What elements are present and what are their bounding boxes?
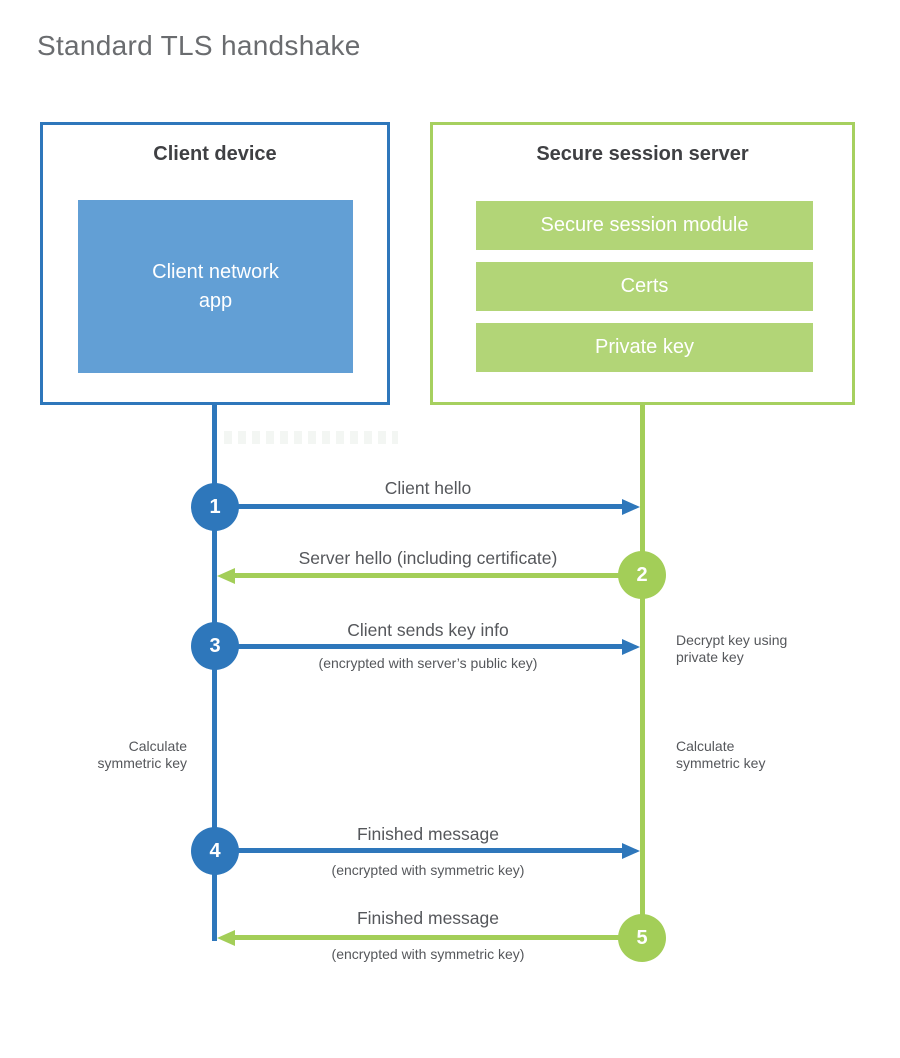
secure-session-server-title: Secure session server (536, 143, 749, 165)
arrow-line-step3 (215, 644, 622, 649)
message-label-client-hello: Client hello (384, 478, 472, 498)
step-circle-2: 2 (618, 551, 666, 599)
step-circle-3: 3 (191, 622, 239, 670)
message-sublabel-encrypted-symmetric-key-server: (encrypted with symmetric key) (331, 946, 525, 962)
client-lifeline (212, 405, 217, 941)
arrow-line-step5 (235, 935, 642, 940)
message-label-server-hello: Server hello (including certificate) (298, 548, 558, 568)
secure-session-server-box: Secure session server Secure session mod… (430, 122, 855, 405)
faint-dashes-artifact (224, 431, 398, 444)
arrow-line-step4 (215, 848, 622, 853)
arrow-line-step1 (215, 504, 622, 509)
arrow-head-left-icon (217, 930, 235, 946)
client-device-box: Client device Client network app (40, 122, 390, 405)
arrow-head-right-icon (622, 843, 640, 859)
message-label-client-sends-key-info: Client sends key info (347, 620, 509, 640)
page-title: Standard TLS handshake (37, 30, 361, 61)
arrow-head-right-icon (622, 499, 640, 515)
annotation-decrypt-key: Decrypt key using private key (676, 632, 788, 665)
server-lifeline (640, 405, 645, 940)
message-sublabel-encrypted-public-key: (encrypted with server’s public key) (318, 655, 538, 671)
server-module-private-key: Private key (476, 323, 813, 372)
server-module-certs: Certs (476, 262, 813, 311)
step-circle-4: 4 (191, 827, 239, 875)
client-network-app-box: Client network app (78, 200, 353, 373)
server-module-secure-session-module: Secure session module (476, 201, 813, 250)
arrow-head-left-icon (217, 568, 235, 584)
message-label-finished-client: Finished message (356, 824, 500, 844)
arrow-line-step2 (235, 573, 642, 578)
annotation-calculate-symmetric-key-client: Calculate symmetric key (97, 738, 187, 771)
step-circle-5: 5 (618, 914, 666, 962)
annotation-calculate-symmetric-key-server: Calculate symmetric key (676, 738, 766, 771)
message-sublabel-encrypted-symmetric-key-client: (encrypted with symmetric key) (331, 862, 525, 878)
step-circle-1: 1 (191, 483, 239, 531)
message-label-finished-server: Finished message (356, 908, 500, 928)
arrow-head-right-icon (622, 639, 640, 655)
client-device-title: Client device (153, 143, 277, 165)
